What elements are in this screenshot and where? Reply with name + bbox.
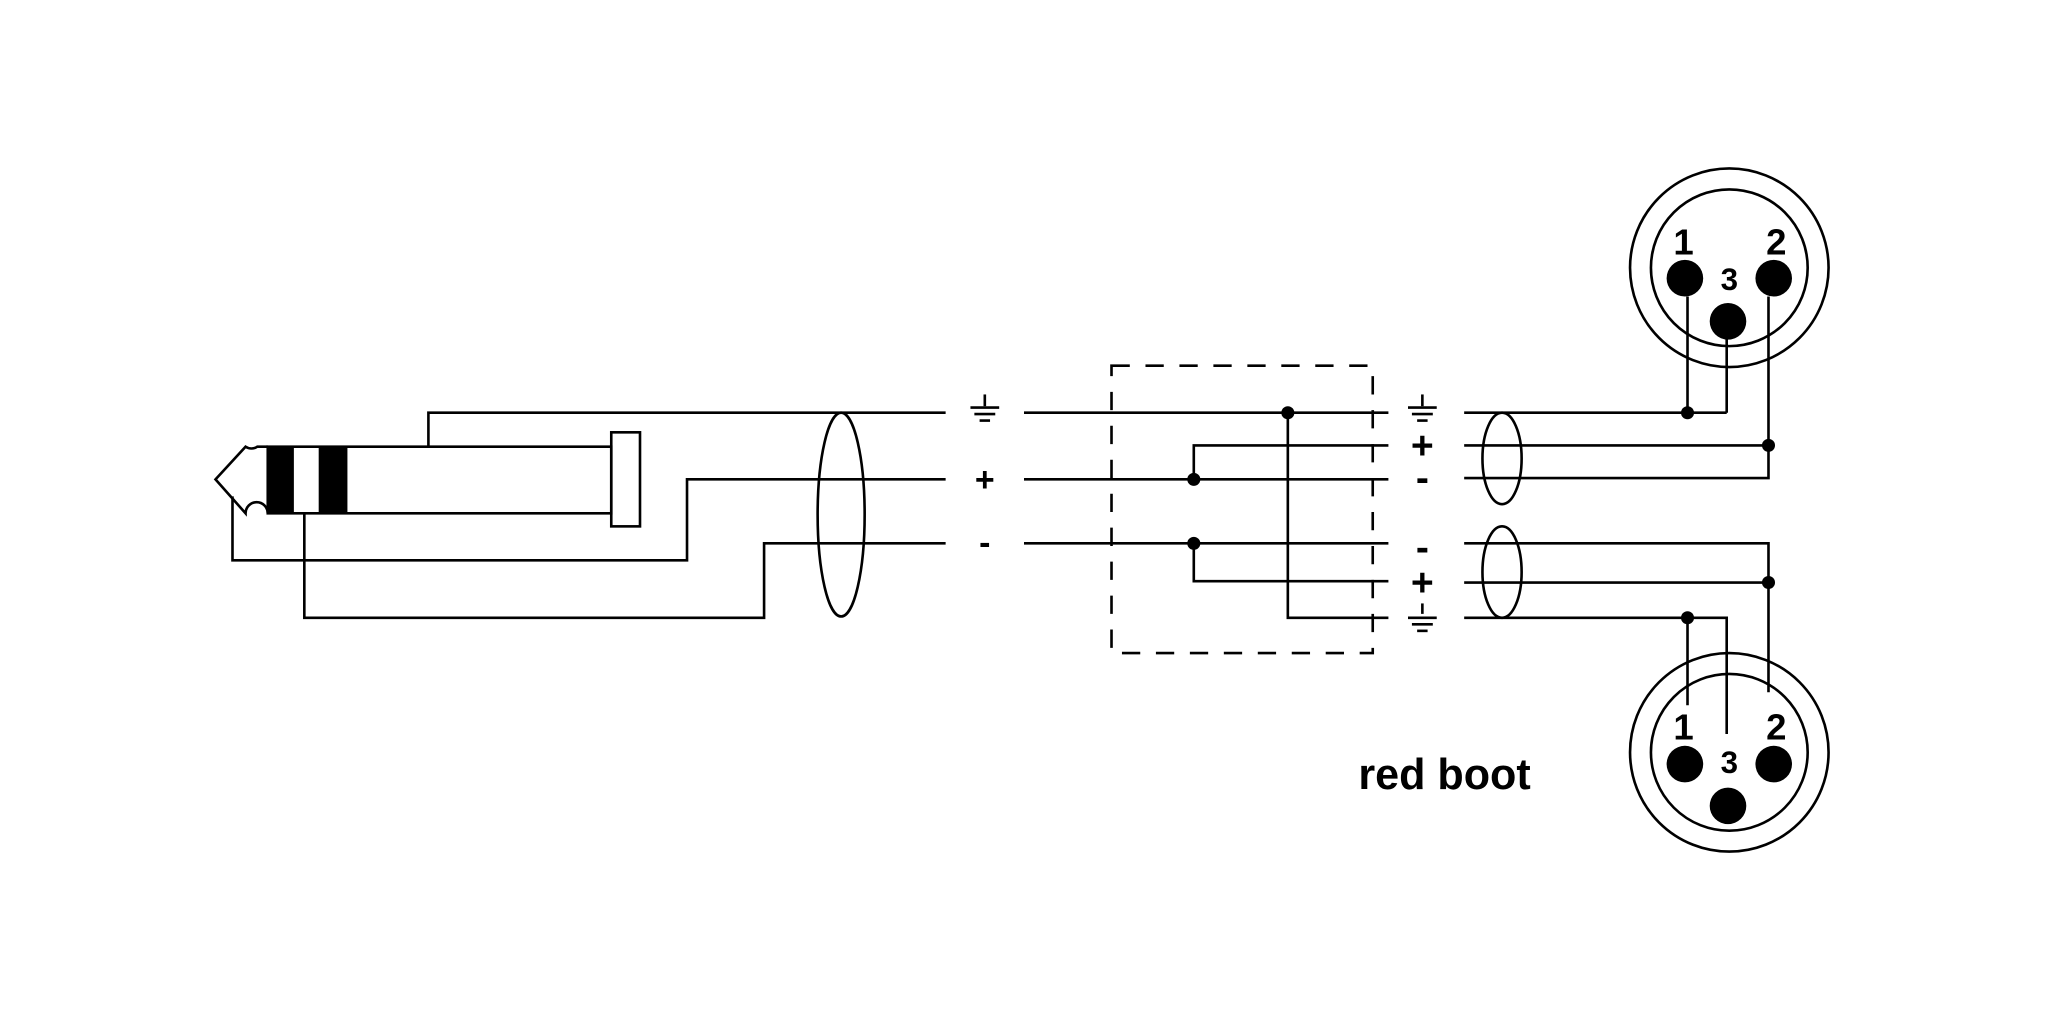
cable-sheath (1481, 525, 1523, 620)
plus-label: + (1411, 562, 1434, 605)
wire-plus (231, 478, 946, 562)
junction-dot (1187, 536, 1201, 550)
pin-2-label: 2 (1766, 706, 1786, 747)
pin-1 (1666, 259, 1704, 297)
pin-1-label: 1 (1673, 222, 1693, 263)
junction-dot (1761, 438, 1776, 452)
pin-1 (1666, 745, 1704, 783)
pin-3 (1709, 787, 1747, 825)
junction-dot (1187, 472, 1201, 486)
jack-tip (213, 444, 270, 517)
xlr-connector-bottom: 1 2 3 (1628, 651, 1830, 853)
ground-icon (970, 394, 1000, 422)
jack-ring-band (318, 446, 348, 514)
junction-dot (1680, 406, 1695, 420)
jack-collar (609, 431, 642, 528)
junction-dot (1680, 611, 1695, 625)
wire-minus (303, 513, 946, 620)
pin-3-label: 3 (1721, 262, 1738, 297)
minus-label: - (979, 524, 990, 562)
stereo-jack-plug (213, 431, 642, 528)
junction-dot (1761, 576, 1776, 590)
pin-2-label: 2 (1766, 222, 1786, 263)
pin-3 (1709, 303, 1747, 340)
pin-2 (1755, 259, 1792, 297)
pin-1-label: 1 (1673, 706, 1693, 747)
left-wires (231, 411, 946, 620)
junction-dot (1281, 406, 1295, 420)
cable-sheath (1481, 411, 1523, 506)
minus-label: - (1416, 457, 1429, 500)
red-boot-note: red boot (1358, 751, 1530, 799)
minus-label: - (1416, 526, 1429, 569)
plus-label: + (1411, 424, 1434, 467)
jack-ring-band (267, 446, 294, 514)
plus-label: + (975, 461, 995, 499)
right-wires (1464, 296, 1776, 735)
splitter-wires (1023, 406, 1389, 620)
wire-ground (427, 411, 946, 447)
cable-sheath (816, 411, 866, 618)
pin-2 (1755, 745, 1792, 783)
xlr-connector-top: 1 2 3 (1628, 167, 1830, 369)
splitter-box (1110, 364, 1375, 655)
pin-3-label: 3 (1721, 745, 1738, 780)
ground-icon (1408, 603, 1437, 633)
ground-icon (1408, 394, 1437, 422)
